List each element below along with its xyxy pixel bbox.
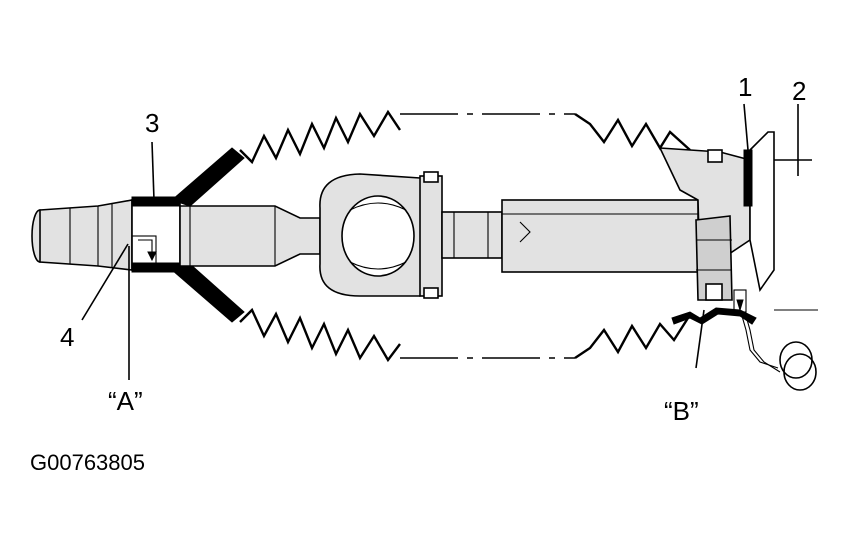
callout-4: 4 xyxy=(60,322,74,352)
boot-bellows xyxy=(239,109,691,363)
large-boot-clamp xyxy=(671,283,817,391)
small-boot-clamp xyxy=(131,196,181,273)
outer-housing xyxy=(658,147,751,301)
callout-b: “B” xyxy=(664,396,699,426)
callout-a: “A” xyxy=(108,386,143,416)
spline-shaft xyxy=(441,199,699,273)
figure-code: G00763805 xyxy=(30,450,145,475)
axle-shaft xyxy=(31,199,133,271)
callout-1: 1 xyxy=(738,72,752,102)
callout-2: 2 xyxy=(792,76,806,106)
flange-plate xyxy=(743,131,818,311)
leader-lines xyxy=(81,103,799,380)
inner-shaft xyxy=(179,205,321,267)
cv-joint-housing xyxy=(319,171,443,299)
callout-3: 3 xyxy=(145,108,159,138)
boot-small-end xyxy=(171,147,245,323)
